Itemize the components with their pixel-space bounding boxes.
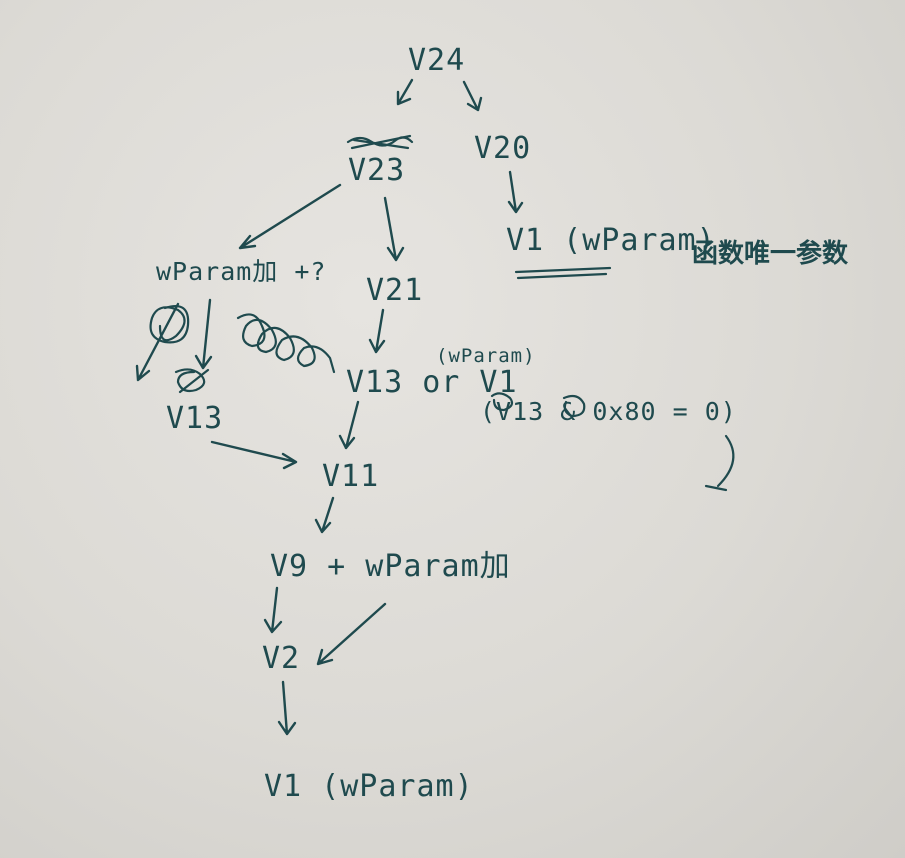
edge-wparam-v2	[316, 602, 387, 666]
scribble-v13-left	[174, 368, 210, 394]
node-wparam-small: (wParam)	[436, 345, 536, 367]
edge-v24-v23	[396, 78, 414, 106]
scribble-cond-close	[704, 434, 735, 492]
edge-v20-v1top	[507, 170, 524, 214]
node-v9-wparam: V9 + wParam加	[270, 549, 511, 584]
node-v11: V11	[322, 459, 379, 494]
edge-wparam-scribbled	[135, 302, 180, 382]
edge-v9-v2	[263, 586, 283, 634]
node-v24: V24	[408, 43, 465, 78]
node-v23: V23	[348, 153, 405, 188]
node-wparam-question: wParam加 +?	[156, 257, 326, 286]
node-v21: V21	[366, 273, 423, 308]
edge-v13left-v11	[210, 440, 298, 470]
node-v1-top: V1 (wParam)	[506, 223, 716, 258]
edges	[135, 78, 524, 736]
scribble-under-v1top	[514, 266, 612, 280]
edge-v2-v1bottom	[277, 680, 297, 736]
node-v1-bottom: V1 (wParam)	[264, 769, 474, 804]
scribble-above-v23	[346, 134, 414, 150]
scribble-cond-blob	[490, 392, 586, 418]
edge-v21-v13orv1	[368, 308, 386, 354]
node-v1-top-note: 函数唯一参数	[692, 238, 849, 269]
scribbles	[149, 134, 735, 492]
edge-v23-wparam	[238, 183, 342, 250]
edge-v24-v20	[462, 80, 483, 112]
edge-wparam-v13	[194, 298, 213, 370]
node-v13-or-v1: V13 or V1	[346, 365, 518, 400]
node-v13-condition: (V13 & 0x80 = 0)	[480, 397, 737, 426]
node-v20: V20	[474, 131, 531, 166]
scribble-left-loop	[149, 304, 190, 344]
edge-v13orv1-v11	[338, 400, 360, 450]
scribble-middle-loops	[236, 313, 336, 374]
nodes: V24 V23 V20 V1 (wParam) 函数唯一参数 wParam加 +…	[156, 43, 849, 804]
edge-v23-v21	[383, 196, 405, 262]
node-v2: V2	[262, 641, 300, 676]
edge-v11-v9	[314, 496, 335, 534]
node-v13-left: V13	[166, 401, 223, 436]
